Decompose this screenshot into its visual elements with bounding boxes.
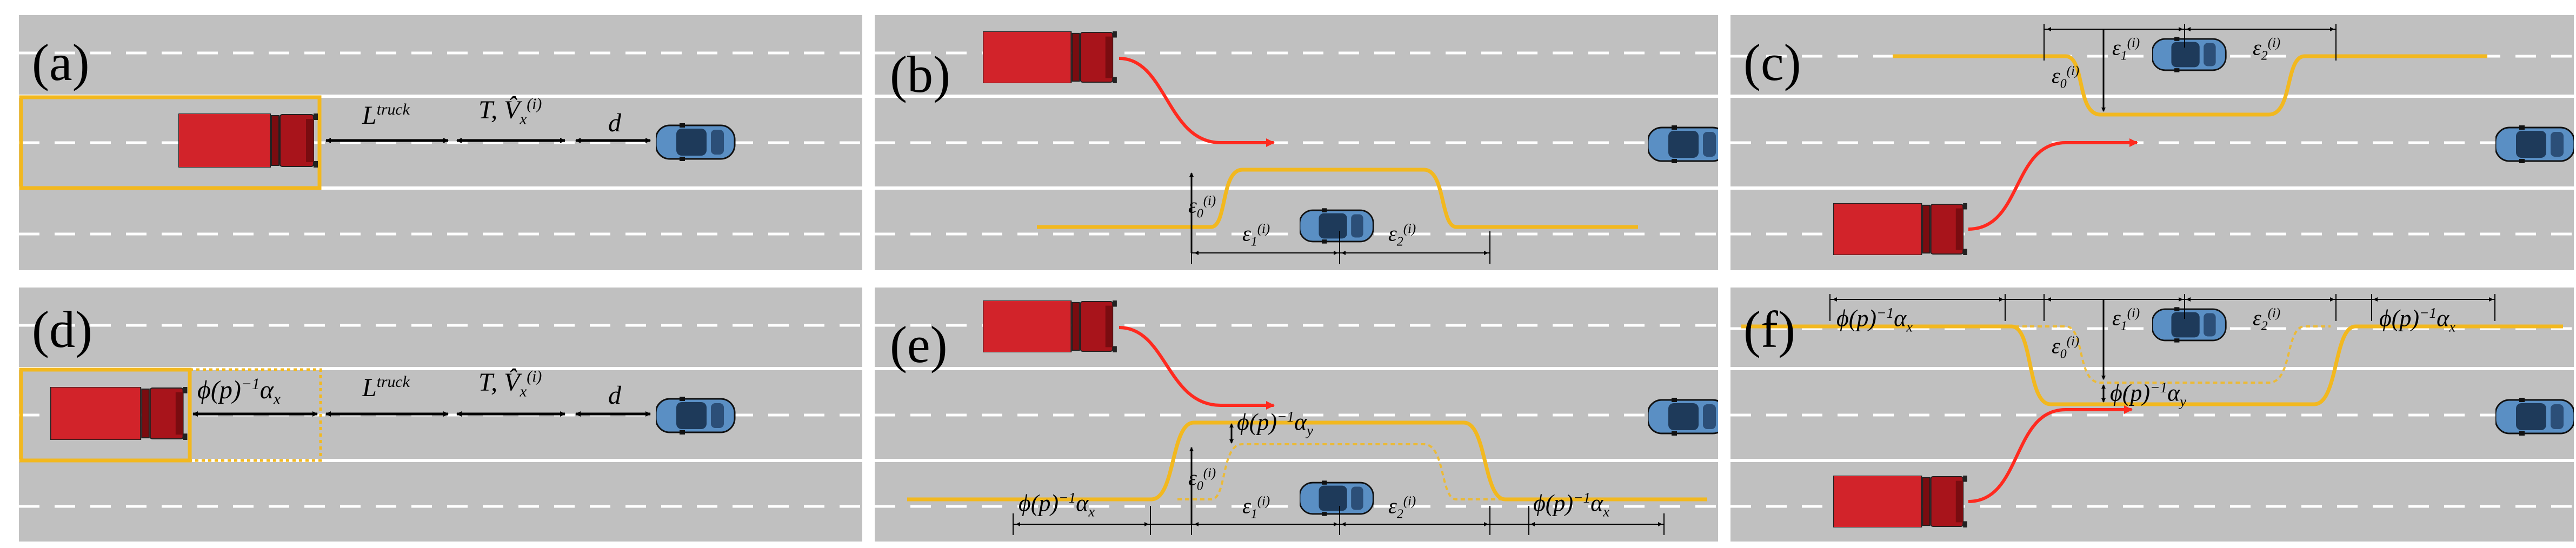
truck [50, 387, 188, 440]
label-phi-ay: ϕ(p)−1αy [2110, 379, 2186, 410]
panel-label: (f) [1743, 300, 1795, 358]
safety-zone [907, 420, 1707, 502]
label-eps2: ε2(i) [1388, 493, 1416, 522]
panel-label: (c) [1743, 34, 1801, 91]
panel-a-road [19, 51, 862, 236]
label-eps1: ε1(i) [2112, 35, 2140, 63]
label-eps2: ε2(i) [1388, 221, 1416, 249]
car [2495, 398, 2574, 436]
truck-trajectory [1968, 138, 2138, 231]
panel-b-road [875, 31, 1718, 264]
panel-label: (b) [890, 45, 950, 103]
truck-trajectory [1968, 405, 2133, 503]
car [2152, 37, 2227, 72]
car [1648, 125, 1718, 163]
panel-label: (d) [32, 300, 92, 358]
car [2495, 125, 2574, 163]
truck [178, 113, 318, 168]
car [1648, 398, 1718, 436]
label-phi-ax-right: ϕ(p)−1αx [2379, 305, 2455, 335]
label-t-vx: T, V̂x(i) [478, 95, 542, 128]
car [2152, 307, 2227, 343]
inner-safety-zone [1985, 325, 2331, 384]
truck [1833, 476, 1968, 527]
label-phi-ay: ϕ(p)−1αy [1237, 409, 1313, 439]
label-phi-ax: ϕ(p)−1αx [197, 375, 281, 408]
label-l-truck: Ltruck [362, 101, 410, 130]
panel-b: (b) ε0(i) ε1(i) ε2(i) [875, 15, 1718, 270]
truck [983, 300, 1117, 352]
panel-a: (a) Ltruck T, V̂x(i) d [19, 15, 862, 270]
panel-c: (c) ε0(i) ε1(i) ε2(i) [1730, 15, 2574, 270]
label-phi-ax-left: ϕ(p)−1αx [1019, 490, 1095, 520]
car [1300, 208, 1374, 244]
label-eps0: ε0(i) [2052, 63, 2080, 91]
label-eps1: ε1(i) [1242, 221, 1270, 249]
panel-d-road [19, 324, 862, 508]
safety-zone [1037, 168, 1638, 229]
truck [983, 31, 1117, 83]
panel-f: (f) ϕ(p)−1αx ε0(i) ε1(i) ε2(i) ϕ(p)−1αx … [1730, 288, 2574, 542]
label-l-truck: Ltruck [362, 373, 410, 402]
truck [1833, 203, 1968, 255]
panel-f-road [1730, 294, 2574, 527]
panel-e: (e) ϕ(p)−1αy ε0(i) ε1(i) ε2(i) ϕ(p)−1αx … [875, 288, 1718, 542]
label-eps2: ε2(i) [2253, 35, 2281, 63]
car [656, 397, 736, 435]
label-phi-ax-left: ϕ(p)−1αx [1836, 305, 1913, 335]
inner-safety-zone [1177, 443, 1523, 500]
label-eps2: ε2(i) [2253, 305, 2281, 333]
label-eps1: ε1(i) [1242, 493, 1270, 522]
safety-zone [19, 95, 322, 190]
label-t-vx: T, V̂x(i) [478, 367, 542, 400]
label-eps0: ε0(i) [1188, 465, 1216, 493]
car [1300, 480, 1374, 516]
car [656, 123, 736, 161]
panel-c-road [1730, 24, 2574, 255]
truck-trajectory [1119, 326, 1275, 410]
truck-trajectory [1119, 57, 1275, 147]
label-eps0: ε0(i) [2052, 333, 2080, 362]
extended-safety-zone [188, 368, 322, 462]
safety-zone [1893, 54, 2487, 117]
label-phi-ax-right: ϕ(p)−1αx [1533, 490, 1609, 520]
label-d: d [608, 109, 621, 137]
label-d: d [608, 381, 621, 410]
panel-label: (a) [32, 34, 90, 91]
label-eps0: ε0(i) [1188, 193, 1216, 221]
safety-zone [1741, 324, 2563, 406]
panel-label: (e) [890, 316, 948, 373]
panel-d: (d) ϕ(p)−1αx Ltruck T, V̂x(i) d [19, 288, 862, 542]
panel-e-road [875, 300, 1718, 535]
label-eps1: ε1(i) [2112, 305, 2140, 333]
